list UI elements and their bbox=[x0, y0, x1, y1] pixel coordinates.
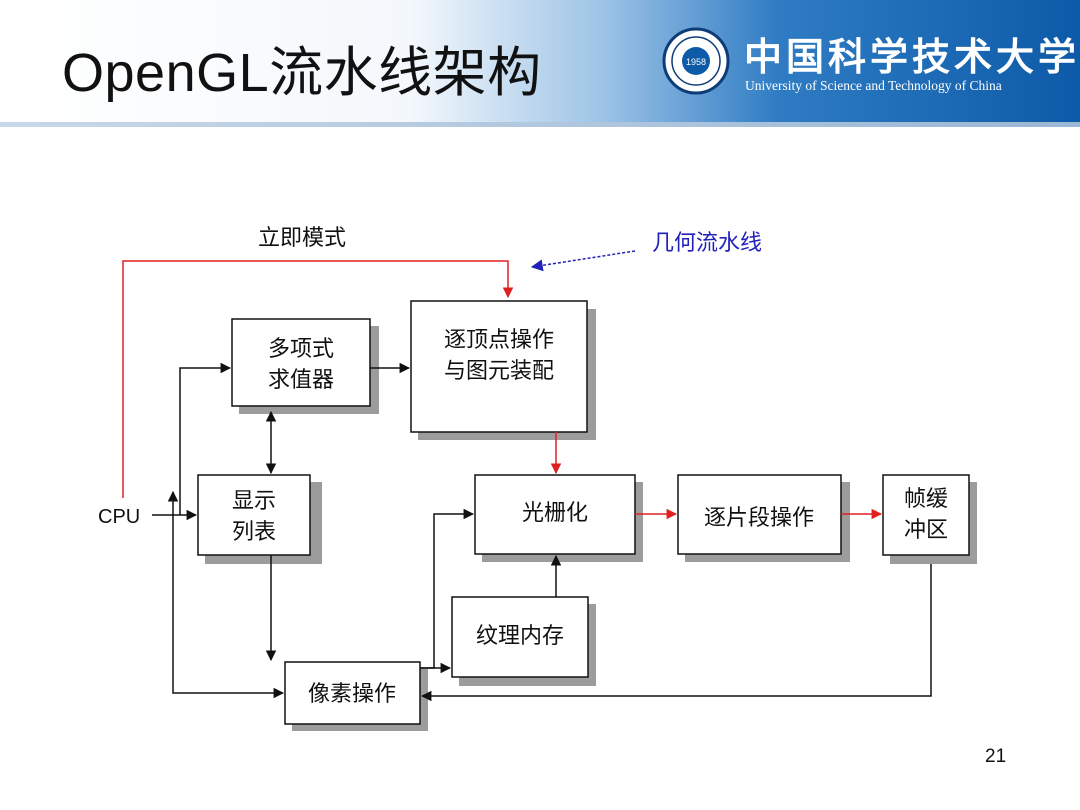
rasterization-box: 光栅化 bbox=[474, 474, 643, 562]
immediate-mode-arrow bbox=[122, 260, 514, 498]
page-number: 21 bbox=[985, 746, 1007, 767]
polynomial-evaluator-line2: 求值器 bbox=[268, 368, 334, 393]
texture-memory-box: 纹理内存 bbox=[451, 596, 596, 686]
frame-buffer-line1: 帧缓 bbox=[904, 487, 948, 512]
header-divider bbox=[0, 122, 1080, 127]
framebuffer-to-pixel-ops-arrow bbox=[420, 564, 932, 702]
rasterization-text: 光栅化 bbox=[522, 501, 588, 526]
emblem-year: 1958 bbox=[686, 57, 706, 67]
display-list-box: 显示 列表 bbox=[197, 474, 322, 564]
geometry-pipeline-arrow bbox=[530, 250, 636, 272]
display-list-line1: 显示 bbox=[232, 489, 276, 514]
cpu-label: CPU bbox=[98, 506, 140, 528]
per-vertex-ops-line1: 逐顶点操作 bbox=[444, 328, 554, 353]
frame-buffer-box: 帧缓 冲区 bbox=[882, 474, 977, 564]
per-vertex-ops-line2: 与图元装配 bbox=[444, 359, 554, 384]
pixel-operations-box: 像素操作 bbox=[284, 661, 428, 731]
university-emblem-icon: 1958 bbox=[662, 27, 730, 95]
slide-header bbox=[0, 0, 1080, 122]
university-name-cn: 中国科学技术大学 bbox=[744, 34, 1080, 79]
polynomial-evaluator-line1: 多项式 bbox=[268, 337, 334, 362]
cpu-pixel-ops-arrow bbox=[167, 490, 285, 699]
university-name-en: University of Science and Technology of … bbox=[745, 78, 1002, 93]
texture-memory-text: 纹理内存 bbox=[476, 624, 564, 649]
per-vertex-ops-box: 逐顶点操作 与图元装配 bbox=[410, 300, 596, 440]
per-fragment-ops-text: 逐片段操作 bbox=[704, 506, 814, 531]
frame-buffer-line2: 冲区 bbox=[904, 518, 948, 543]
display-list-line2: 列表 bbox=[232, 520, 276, 545]
slide-title: OpenGL流水线架构 bbox=[62, 43, 542, 103]
immediate-mode-label: 立即模式 bbox=[258, 226, 346, 251]
cpu-to-polynomial-arrow bbox=[179, 362, 232, 515]
polynomial-evaluator-box: 多项式 求值器 bbox=[231, 318, 379, 414]
per-fragment-ops-box: 逐片段操作 bbox=[677, 474, 850, 562]
geometry-pipeline-label: 几何流水线 bbox=[652, 231, 762, 256]
pixel-operations-text: 像素操作 bbox=[308, 682, 396, 707]
